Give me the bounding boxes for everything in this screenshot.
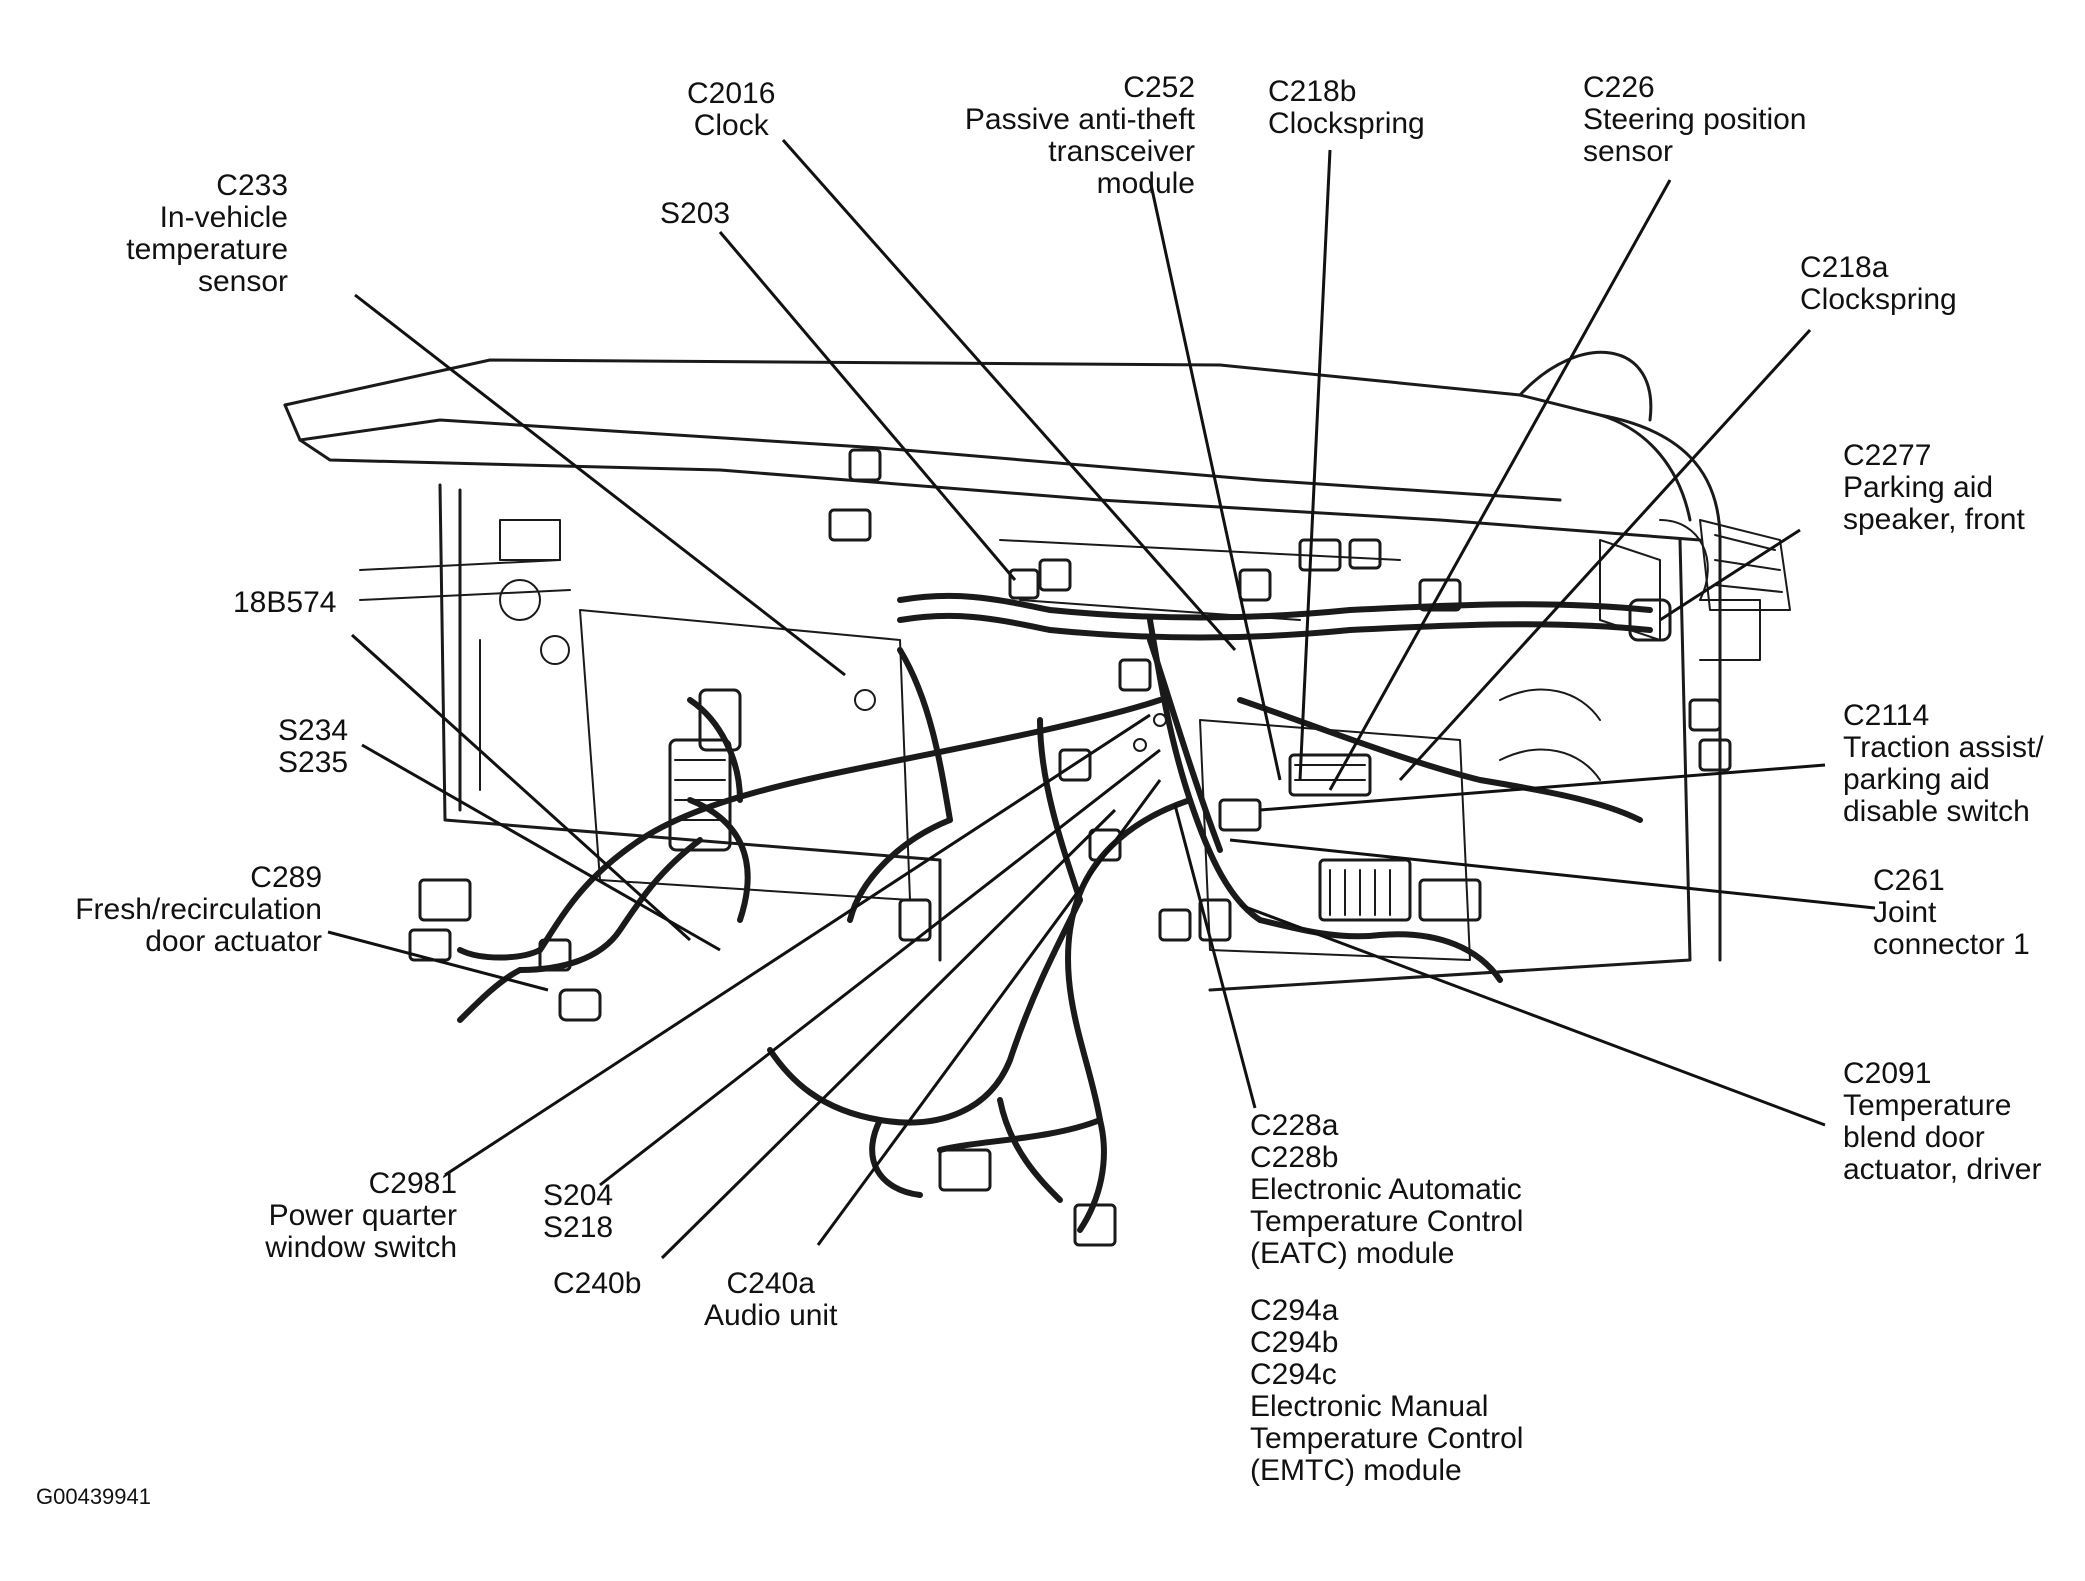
label-s235-code: S235 [278, 746, 349, 779]
label-c226-desc-1: Steering position [1583, 103, 1807, 136]
label-c2114: C2114 Traction assist/ parking aid disab… [1843, 700, 2044, 828]
label-c294-desc-2: Temperature Control [1250, 1422, 1524, 1455]
left-harness-branch [457, 697, 751, 1023]
label-c240a: C240a Audio unit [704, 1268, 837, 1332]
label-c233-desc-2: temperature [126, 233, 288, 266]
label-c240b: C240b [553, 1268, 641, 1300]
label-c2016: C2016 Clock [687, 78, 775, 142]
label-c218a-desc: Clockspring [1800, 283, 1957, 316]
label-c289-desc-2: door actuator [145, 925, 322, 958]
label-c2091-desc-1: Temperature [1843, 1089, 2012, 1122]
label-c226-code: C226 [1583, 71, 1655, 104]
label-c252: C252 Passive anti-theft transceiver modu… [950, 72, 1195, 200]
label-c261-code: C261 [1873, 864, 1945, 897]
label-c252-desc-2: transceiver [1048, 135, 1195, 168]
label-c2981: C2981 Power quarter window switch [240, 1168, 457, 1264]
label-c2277: C2277 Parking aid speaker, front [1843, 440, 2025, 536]
label-c240a-desc: Audio unit [704, 1299, 838, 1332]
label-c2114-desc-2: parking aid [1843, 763, 1990, 796]
label-c2277-desc-1: Parking aid [1843, 471, 1994, 504]
label-c252-desc-3: module [1096, 167, 1195, 200]
label-c218b-desc: Clockspring [1268, 107, 1425, 140]
label-c294a-code: C294a [1250, 1294, 1339, 1327]
label-c261: C261 Joint connector 1 [1873, 865, 2030, 961]
label-c294-desc-1: Electronic Manual [1250, 1390, 1489, 1423]
label-c2091-desc-2: blend door [1843, 1121, 1985, 1154]
label-c2981-code: C2981 [368, 1167, 457, 1200]
connector-details [359, 559, 1601, 916]
label-18b574: 18B574 [233, 587, 336, 619]
label-c2091-code: C2091 [1843, 1057, 1932, 1090]
label-c2277-desc-2: speaker, front [1843, 503, 2025, 536]
main-harness [457, 592, 1653, 1233]
label-c261-desc-2: connector 1 [1873, 928, 2030, 961]
label-c233-code: C233 [216, 169, 288, 202]
label-s203-code: S203 [660, 197, 731, 230]
label-s218-code: S218 [543, 1211, 614, 1244]
label-c289: C289 Fresh/recirculation door actuator [40, 862, 322, 958]
label-c2981-desc-1: Power quarter [268, 1199, 457, 1232]
label-c233-desc-3: sensor [197, 265, 288, 298]
label-c228-desc-2: Temperature Control [1250, 1205, 1524, 1238]
label-s204-s218: S204 S218 [543, 1180, 613, 1244]
label-c294c-code: C294c [1250, 1358, 1337, 1391]
label-c226-desc-2: sensor [1583, 135, 1674, 168]
connectors [408, 448, 1732, 1247]
label-c252-desc-1: Passive anti-theft [964, 103, 1195, 136]
label-c240b-code: C240b [553, 1267, 642, 1300]
label-c228-desc-1: Electronic Automatic [1250, 1173, 1522, 1206]
label-c218a: C218a Clockspring [1800, 252, 1957, 316]
label-c2114-desc-3: disable switch [1843, 795, 2030, 828]
figure-id: G00439941 [36, 1484, 151, 1509]
label-18b574-code: 18B574 [233, 586, 337, 619]
label-c228-desc-3: (EATC) module [1250, 1237, 1455, 1270]
label-c2016-code: C2016 [687, 77, 776, 110]
label-c228: C228a C228b Electronic Automatic Tempera… [1250, 1110, 1523, 1270]
label-c289-code: C289 [250, 861, 322, 894]
label-c240a-code: C240a [726, 1267, 815, 1300]
label-c228b-code: C228b [1250, 1141, 1339, 1174]
label-c226: C226 Steering position sensor [1583, 72, 1806, 168]
label-c233: C233 In-vehicle temperature sensor [100, 170, 288, 298]
label-c228a-code: C228a [1250, 1109, 1339, 1142]
label-c2114-desc-1: Traction assist/ [1843, 731, 2044, 764]
label-c252-code: C252 [1123, 71, 1195, 104]
label-c2114-code: C2114 [1843, 699, 1930, 732]
label-s234-code: S234 [278, 714, 349, 747]
label-s234-s235: S234 S235 [278, 715, 348, 779]
label-c2016-desc: Clock [693, 109, 769, 142]
label-c289-desc-1: Fresh/recirculation [75, 893, 322, 926]
label-c2091: C2091 Temperature blend door actuator, d… [1843, 1058, 2041, 1186]
leader-lines [327, 139, 1876, 1260]
label-c233-desc-1: In-vehicle [159, 201, 288, 234]
label-c2277-code: C2277 [1843, 439, 1932, 472]
label-c294b-code: C294b [1250, 1326, 1339, 1359]
lower-harness [767, 897, 1083, 1203]
label-c2981-desc-2: window switch [265, 1231, 457, 1264]
label-c294-desc-3: (EMTC) module [1250, 1454, 1462, 1487]
label-c218b-code: C218b [1268, 75, 1357, 108]
label-s204-code: S204 [543, 1179, 614, 1212]
label-c261-desc-1: Joint [1873, 896, 1937, 929]
label-c294: C294a C294b C294c Electronic Manual Temp… [1250, 1295, 1523, 1487]
label-c218a-code: C218a [1800, 251, 1889, 284]
label-s203: S203 [660, 198, 730, 230]
label-c218b: C218b Clockspring [1268, 76, 1425, 140]
label-c2091-desc-3: actuator, driver [1843, 1153, 2042, 1186]
instrument-panel-outline [283, 350, 1761, 992]
